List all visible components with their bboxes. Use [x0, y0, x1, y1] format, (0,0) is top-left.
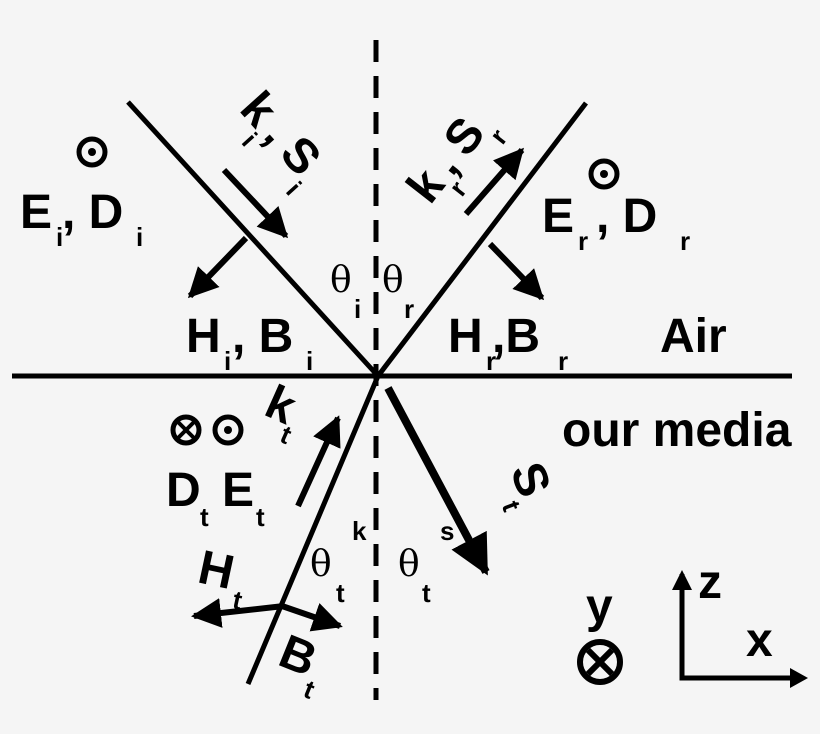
label-er-dr: E r , D r: [542, 190, 690, 256]
st-arrow: [384, 386, 490, 576]
hi-sub: i: [224, 346, 231, 376]
di-sub: i: [136, 222, 143, 252]
reflected-ray: [376, 101, 588, 378]
label-theta-i: θ i: [330, 260, 361, 324]
label-st: S t: [496, 456, 561, 516]
st-main: S: [500, 456, 561, 504]
kr-arrow: [463, 147, 525, 216]
label-dt-et: D t E t: [166, 464, 265, 532]
medium-air-label: Air: [660, 310, 727, 363]
label-kt: k t: [258, 376, 304, 451]
label-ei-di: E i , D i: [20, 186, 143, 252]
bt-arrow: [281, 603, 343, 632]
theta-tk-main: θ: [310, 544, 332, 585]
label-hr-br: H r ,B r: [448, 310, 568, 376]
dt-sub: t: [200, 502, 209, 532]
hi-arrow: [187, 235, 249, 299]
di-main: , D: [62, 186, 123, 239]
label-bt: B t: [272, 625, 324, 705]
theta-i-main: θ: [330, 260, 352, 301]
ki-arrow: [221, 167, 289, 239]
ht-main: H: [194, 541, 239, 600]
out-of-page-icon-et: [212, 414, 244, 446]
dr-sub: r: [680, 226, 690, 256]
z-axis-arrowhead: [672, 570, 692, 590]
theta-ts-sup: s: [440, 516, 454, 546]
theta-tk-sup: k: [352, 516, 367, 546]
hi-main: H: [186, 310, 221, 363]
br-main: ,B: [492, 310, 540, 363]
out-of-page-icon-incident: [76, 136, 108, 168]
label-theta-t-s: θ t s: [398, 516, 454, 608]
label-theta-r: θ r: [382, 260, 414, 324]
label-hi-bi: H i , B i: [186, 310, 313, 376]
axis-y-label: y: [586, 580, 613, 633]
theta-r-sub: r: [404, 294, 414, 324]
er-main: E: [542, 190, 574, 243]
label-ht: H t: [194, 541, 245, 616]
br-sub: r: [558, 346, 568, 376]
et-main: E: [222, 464, 254, 517]
bi-sub: i: [306, 346, 313, 376]
theta-ts-sub: t: [422, 578, 431, 608]
kt-arrow: [295, 415, 341, 508]
hr-main: H: [448, 310, 483, 363]
er-sub: r: [578, 226, 588, 256]
label-theta-t-k: θ t k: [310, 516, 367, 608]
theta-i-sub: i: [354, 294, 361, 324]
hr-arrow: [487, 241, 545, 301]
into-page-icon-dt: [170, 414, 202, 446]
theta-tk-sub: t: [336, 578, 345, 608]
dr-main: , D: [596, 190, 657, 243]
kt-main: k: [258, 376, 304, 435]
transmitted-ray: [245, 375, 381, 685]
into-page-icon-y-axis: [577, 639, 623, 685]
dt-main: D: [166, 464, 201, 517]
x-axis-arrowhead: [790, 668, 808, 688]
hr-sub: r: [486, 346, 496, 376]
medium-other-label: our media: [562, 404, 792, 457]
ei-main: E: [20, 186, 52, 239]
label-kr-sr: k r , S r: [397, 108, 513, 213]
axis-z-label: z: [698, 556, 722, 609]
axis-x-label: x: [746, 614, 773, 667]
ht-arrow: [191, 598, 285, 628]
incident-ray: [126, 100, 380, 378]
theta-ts-main: θ: [398, 544, 420, 585]
out-of-page-icon-reflected: [588, 158, 620, 190]
theta-r-main: θ: [382, 260, 404, 301]
ei-sub: i: [56, 222, 63, 252]
coordinate-axes: [679, 574, 798, 681]
bi-main: , B: [232, 310, 293, 363]
et-sub: t: [256, 502, 265, 532]
